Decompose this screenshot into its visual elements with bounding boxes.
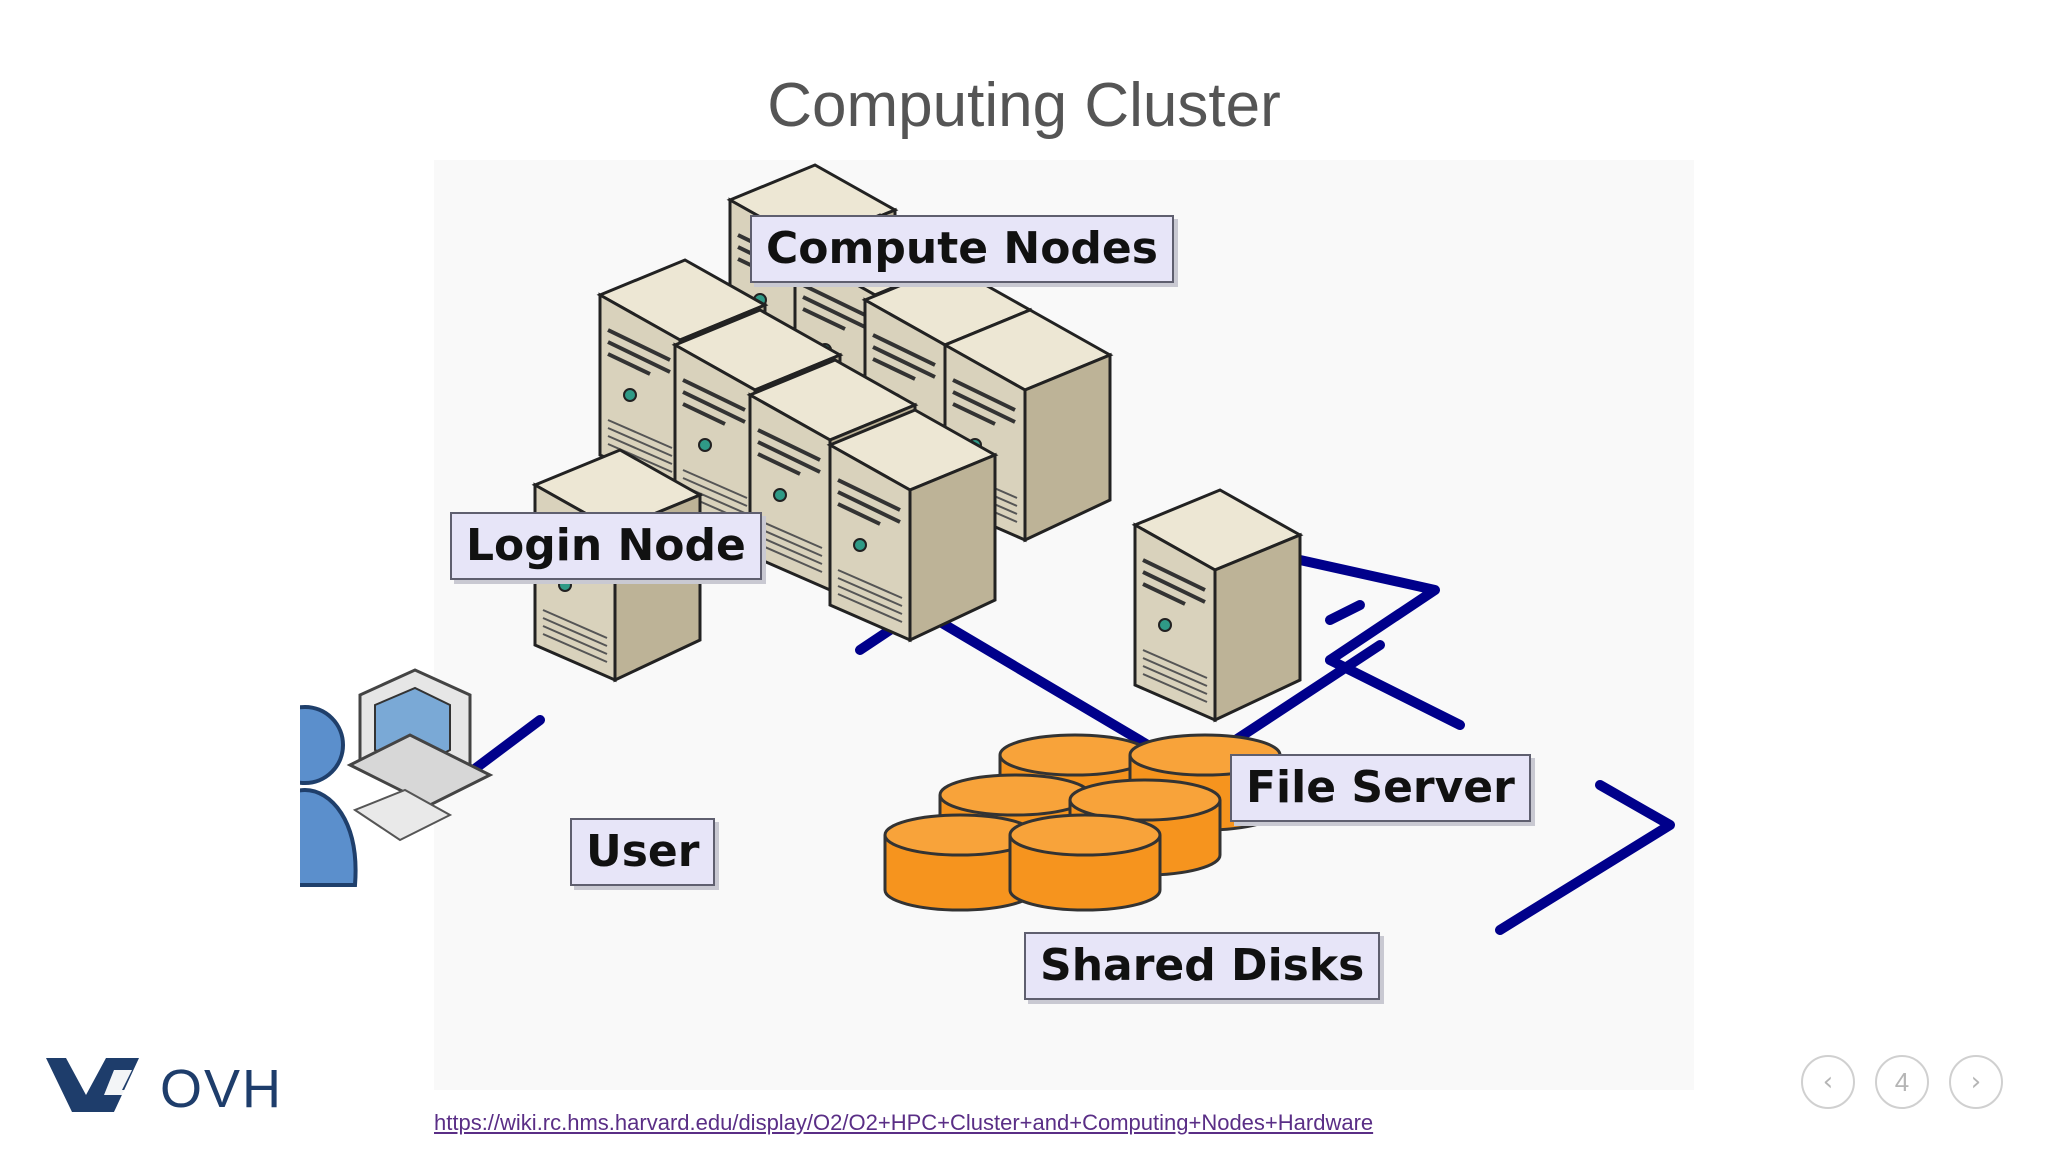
user-person-icon [300,705,358,887]
logo-text: OVH [160,1059,284,1119]
user-workstation [346,668,494,842]
next-slide-button[interactable]: › [1949,1055,2003,1109]
login-node-label: Login Node [450,512,762,580]
page-number: 4 [1875,1055,1929,1109]
slide-title: Computing Cluster [767,71,1281,140]
shared-disks [883,733,1282,912]
file-server [1133,488,1302,722]
shared-disks-label: Shared Disks [1024,932,1381,1000]
diagram-graphic [300,163,1675,935]
ovh-logo-icon [46,1058,144,1112]
compute-nodes-label: Compute Nodes [750,215,1174,283]
previous-slide-button[interactable]: ‹ [1801,1055,1855,1109]
user-label: User [570,818,716,886]
file-server-label: File Server [1230,754,1531,822]
source-link[interactable]: https://wiki.rc.hms.harvard.edu/display/… [434,1110,1374,1135]
cluster-diagram: Compute Nodes Login Node User File Serve… [300,150,1750,1100]
